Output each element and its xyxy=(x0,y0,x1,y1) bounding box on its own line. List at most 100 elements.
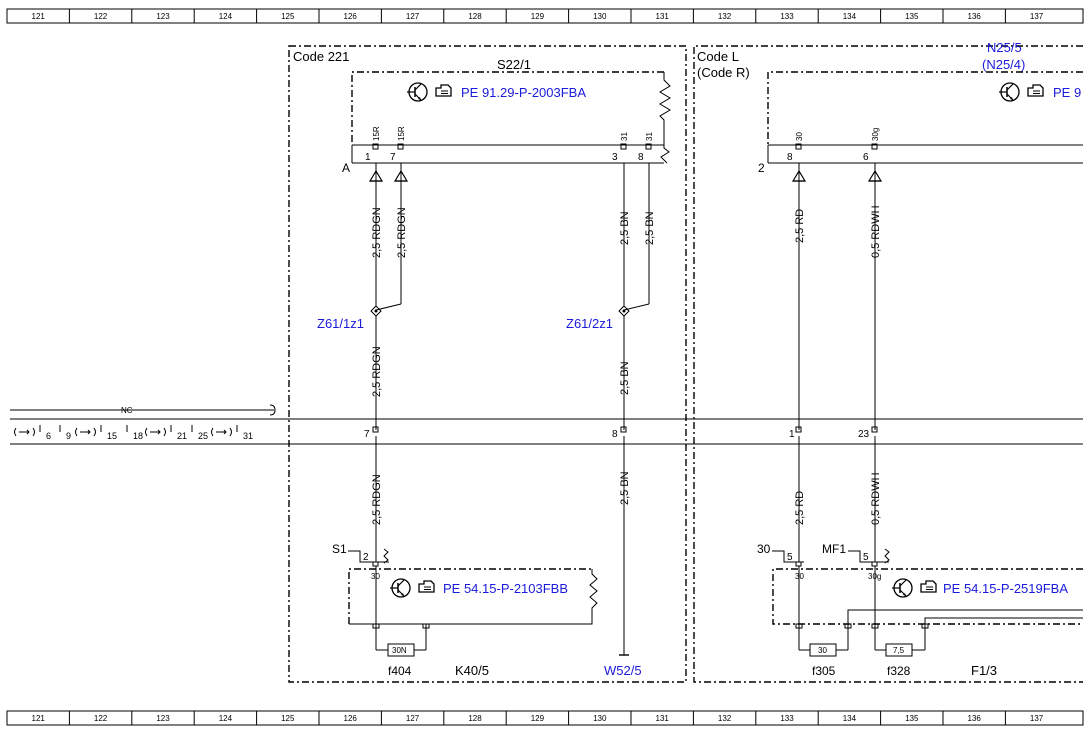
svg-text:31: 31 xyxy=(645,132,654,141)
s22-pins: 1 7 3 8 15R 15R 31 31 xyxy=(365,126,654,163)
n25-box xyxy=(767,71,1083,145)
n25-pins: 8 6 30 30g xyxy=(787,128,880,163)
svg-text:30: 30 xyxy=(818,646,827,655)
fuse-f404-icon xyxy=(387,643,415,657)
ruler-number: 132 xyxy=(718,714,732,723)
ruler-number: 131 xyxy=(656,12,670,21)
bus-item-label: 31 xyxy=(243,431,253,441)
code-l-frame xyxy=(693,45,1083,683)
ruler-number: 124 xyxy=(219,12,233,21)
ruler-number: 130 xyxy=(593,12,607,21)
ruler-number: 123 xyxy=(156,12,170,21)
splice-z61-1-icon xyxy=(370,305,382,317)
connector-glyph-icon xyxy=(145,427,166,437)
bus-item-label: 21 xyxy=(177,431,187,441)
splice-z61-2-link[interactable]: Z61/2z1 xyxy=(566,316,613,331)
connector-glyph-icon xyxy=(14,427,35,437)
svg-text:1: 1 xyxy=(365,152,371,163)
connector-glyph-icon xyxy=(211,427,232,437)
fuse-f328-label: f328 xyxy=(887,664,911,678)
k40-box xyxy=(348,568,592,624)
ruler-number: 122 xyxy=(94,714,108,723)
ruler-number: 134 xyxy=(843,12,857,21)
wire-bn-2: 2,5 BN xyxy=(644,211,656,245)
wire-rdwh-2: 0,5 RDWH xyxy=(870,472,882,525)
ruler-number: 127 xyxy=(406,12,420,21)
k40-name: K40/5 xyxy=(455,663,489,678)
pointing-hand-icon xyxy=(435,84,452,97)
ruler-number: 129 xyxy=(531,12,545,21)
svg-text:30: 30 xyxy=(795,572,804,581)
wire-rdgn-1: 2,5 RDGN xyxy=(371,207,383,258)
wire-rd-1: 2,5 RD xyxy=(794,209,806,243)
ruler-number: 123 xyxy=(156,714,170,723)
bus-item-label: 9 xyxy=(66,431,71,441)
s22-name: S22/1 xyxy=(497,57,531,72)
svg-text:15R: 15R xyxy=(397,126,406,141)
ruler-number: 131 xyxy=(656,714,670,723)
svg-text:30g: 30g xyxy=(871,128,880,141)
n25-connector-label: 2 xyxy=(758,161,765,175)
f1-ref-link[interactable]: PE 54.15-P-2519FBA xyxy=(943,581,1068,596)
code-r-label: (Code R) xyxy=(697,65,750,80)
wire-rdgn-2: 2,5 RDGN xyxy=(396,207,408,258)
n25-4-link[interactable]: (N25/4) xyxy=(982,57,1025,72)
transistor-icon xyxy=(389,578,411,598)
svg-text:31: 31 xyxy=(620,132,629,141)
transistor-icon xyxy=(406,82,428,102)
pointing-hand-icon xyxy=(920,580,937,593)
s22-connector-label: A xyxy=(342,161,350,175)
svg-text:30: 30 xyxy=(795,132,804,141)
svg-text:7: 7 xyxy=(390,152,396,163)
wire-rd-2: 2,5 RD xyxy=(794,491,806,525)
n25-ref-link[interactable]: PE 9 xyxy=(1053,85,1081,100)
ruler-number: 126 xyxy=(344,714,358,723)
svg-text:5: 5 xyxy=(863,552,869,563)
svg-text:2: 2 xyxy=(363,552,369,563)
ruler-number: 133 xyxy=(780,12,794,21)
ruler-number: 127 xyxy=(406,714,420,723)
svg-text:7: 7 xyxy=(364,429,370,440)
svg-text:15R: 15R xyxy=(372,126,381,141)
s22-ref-link[interactable]: PE 91.29-P-2003FBA xyxy=(461,85,586,100)
ruler-number: 136 xyxy=(968,12,982,21)
ruler-number: 137 xyxy=(1030,714,1044,723)
ruler-number: 135 xyxy=(905,12,919,21)
bus-item-label: 25 xyxy=(198,431,208,441)
n25-5-link[interactable]: N25/5 xyxy=(987,40,1022,55)
svg-text:6: 6 xyxy=(863,152,869,163)
code-221-frame xyxy=(288,45,687,683)
ruler-number: 130 xyxy=(593,714,607,723)
ruler-number: 135 xyxy=(905,714,919,723)
ruler-number: 124 xyxy=(219,714,233,723)
ruler-number: 134 xyxy=(843,714,857,723)
svg-text:23: 23 xyxy=(858,429,870,440)
nc-label: NC xyxy=(121,406,133,415)
ruler-number: 132 xyxy=(718,12,732,21)
ruler-number: 136 xyxy=(968,714,982,723)
wire-bn-3: 2,5 BN xyxy=(619,361,631,395)
svg-text:7,5: 7,5 xyxy=(893,646,905,655)
ground-w52-link[interactable]: W52/5 xyxy=(604,663,642,678)
ruler-number: 122 xyxy=(94,12,108,21)
k40-ref-link[interactable]: PE 54.15-P-2103FBB xyxy=(443,581,568,596)
svg-text:8: 8 xyxy=(638,152,644,163)
code-l-label: Code L xyxy=(697,49,739,64)
f1-term-label: 30 xyxy=(757,542,771,556)
pointing-hand-icon xyxy=(418,580,435,593)
bus-item-label: 18 xyxy=(133,431,143,441)
ruler-number: 129 xyxy=(531,714,545,723)
bus-item-label: 15 xyxy=(107,431,117,441)
ruler-number: 125 xyxy=(281,12,295,21)
ruler-number: 133 xyxy=(780,714,794,723)
wire-rdwh-1: 0,5 RDWH xyxy=(870,205,882,258)
k40-connector-label: S1 xyxy=(332,542,347,556)
splice-z61-1-link[interactable]: Z61/1z1 xyxy=(317,316,364,331)
ruler-number: 121 xyxy=(32,12,46,21)
wire-bn-1: 2,5 BN xyxy=(619,211,631,245)
ruler-number: 126 xyxy=(344,12,358,21)
ruler-number: 137 xyxy=(1030,12,1044,21)
